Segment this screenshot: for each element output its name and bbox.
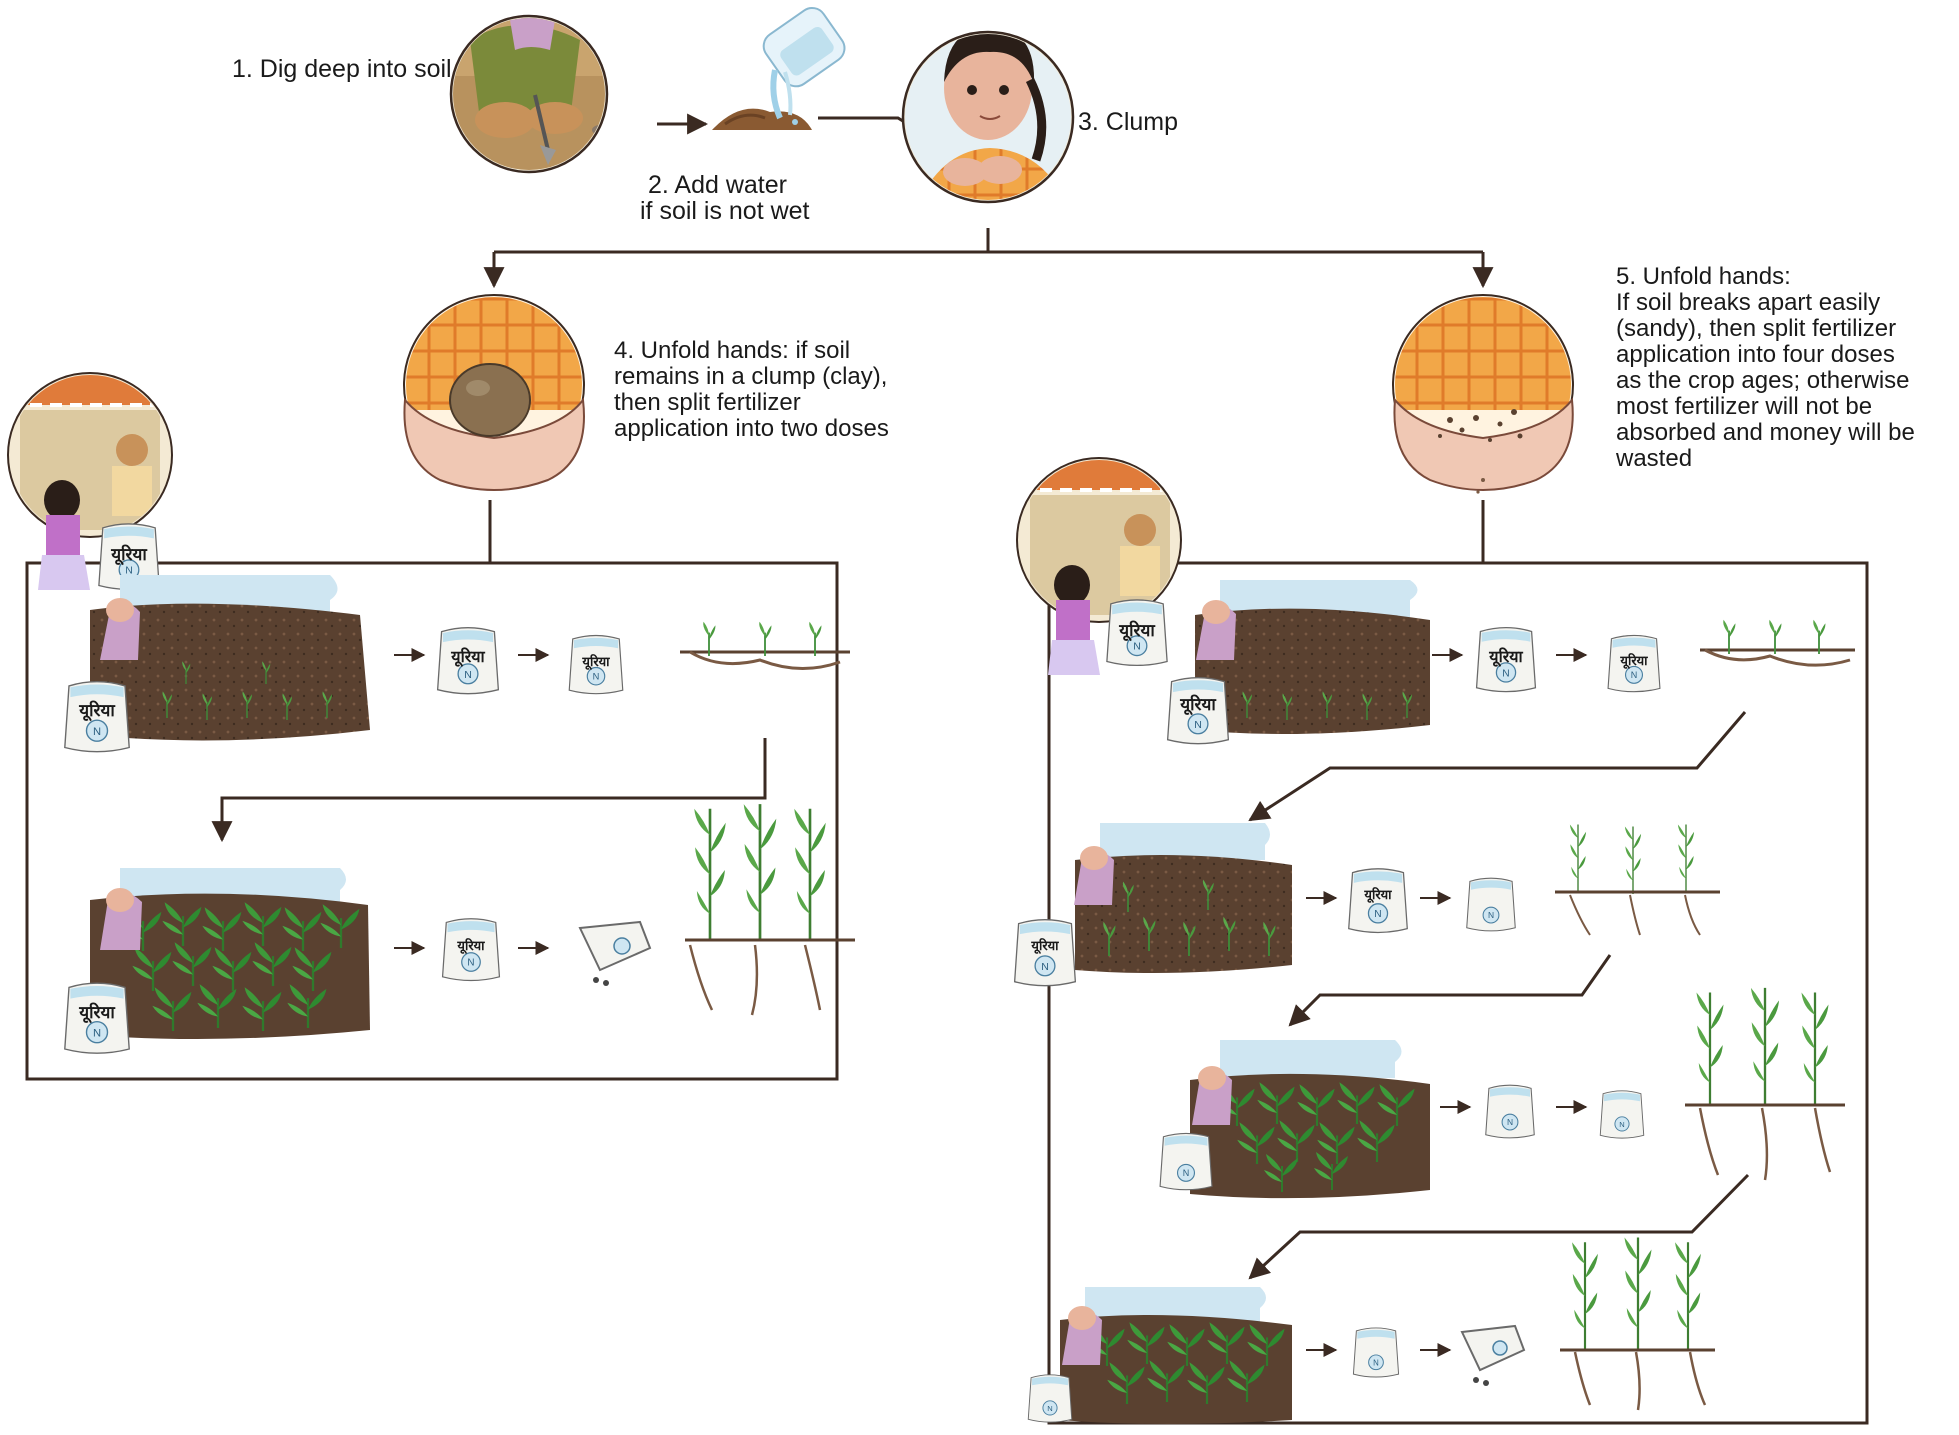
field-seedling-illustration — [1195, 580, 1430, 734]
two-dose-panel — [25, 561, 839, 1081]
shop-purchase-illustration — [7, 372, 173, 590]
step5-line-7: absorbed and money will be — [1616, 419, 1915, 446]
step2-label-line2: if soil is not wet — [640, 197, 810, 225]
bag-label: यूरिया — [78, 1002, 115, 1024]
bag-label: यूरिया — [1363, 887, 1392, 903]
fertilizer-bag-icon — [1466, 877, 1516, 932]
fertilizer-bag-icon: यूरिया — [1607, 634, 1661, 693]
fertilizer-bag-icon: यूरिया — [1106, 599, 1168, 667]
girl-clumping-soil-illustration — [901, 30, 1075, 204]
root-growth-illustration — [685, 802, 855, 1016]
field-seedling-illustration — [1060, 1287, 1292, 1424]
fertilizer-bag-icon — [1159, 1132, 1213, 1191]
hands-sandy-soil-illustration — [1392, 294, 1574, 494]
fertilizer-bag-icon: यूरिया — [1013, 918, 1077, 987]
bag-label: यूरिया — [1179, 694, 1216, 716]
step5-line-1: 5. Unfold hands: — [1616, 263, 1791, 290]
field-seedling-illustration — [90, 575, 370, 741]
root-growth-illustration — [1555, 823, 1720, 936]
arrow — [211, 738, 767, 843]
fertilizer-bag-icon — [1485, 1084, 1535, 1139]
step5-line-6: most fertilizer will not be — [1616, 393, 1872, 420]
fertilizer-bag-icon: यूरिया — [436, 626, 500, 695]
bag-label: यूरिया — [78, 700, 115, 722]
fertilizer-bag-icon — [1352, 1327, 1400, 1378]
bag-label: यूरिया — [1488, 647, 1523, 667]
root-growth-illustration — [680, 620, 850, 670]
arrow — [1248, 711, 1747, 822]
step5-line-4: application into four doses — [1616, 341, 1895, 368]
bag-label: यूरिया — [456, 938, 485, 954]
step5-line-5: as the crop ages; otherwise — [1616, 367, 1910, 394]
step3-label: 3. Clump — [1078, 108, 1178, 136]
empty-bag-icon — [578, 920, 652, 986]
root-growth-illustration — [1685, 986, 1845, 1181]
fertilizer-bag-icon: यूरिया — [98, 523, 160, 591]
hands-clay-clump-illustration — [403, 294, 585, 491]
shop-purchase-illustration — [1016, 457, 1182, 675]
arrow — [1248, 1173, 1750, 1280]
water-pour-illustration — [712, 6, 846, 130]
arrow — [1288, 954, 1612, 1027]
fertilizer-bag-icon: यूरिया — [64, 982, 130, 1054]
step2-label-line1: 2. Add water — [648, 171, 787, 199]
field-seedling-illustration — [90, 868, 370, 1039]
step4-line-3: then split fertilizer — [614, 389, 801, 416]
root-growth-illustration — [1560, 1236, 1715, 1411]
step5-line-3: (sandy), then split fertilizer — [1616, 315, 1896, 342]
fertilizer-bag-icon: यूरिया — [568, 634, 624, 695]
step4-line-4: application into two doses — [614, 415, 889, 442]
step5-line-2: If soil breaks apart easily — [1616, 289, 1880, 316]
bag-label: यूरिया — [1118, 620, 1155, 642]
fertilizer-bag-icon: यूरिया — [1166, 676, 1230, 745]
bag-label: यूरिया — [1619, 653, 1648, 669]
step4-line-1: 4. Unfold hands: if soil — [614, 337, 850, 364]
step1-label: 1. Dig deep into soil — [232, 55, 452, 83]
fertilizer-bag-icon: यूरिया — [1475, 626, 1537, 693]
four-dose-panel — [1047, 561, 1869, 1425]
field-seedling-illustration — [1190, 1040, 1430, 1199]
step5-label: 5. Unfold hands: If soil breaks apart ea… — [1615, 263, 1915, 472]
fertilizer-bag-icon — [1599, 1090, 1645, 1139]
step4-line-2: remains in a clump (clay), — [614, 363, 887, 390]
fertilizer-bag-icon — [1027, 1374, 1073, 1423]
step4-label: 4. Unfold hands: if soil remains in a cl… — [614, 337, 889, 442]
bag-label: यूरिया — [110, 544, 147, 566]
empty-bag-icon — [1460, 1324, 1526, 1386]
fertilizer-bag-icon: यूरिया — [441, 918, 501, 982]
bag-label: यूरिया — [450, 647, 485, 667]
bag-label: यूरिया — [581, 654, 610, 670]
field-seedling-illustration — [1074, 823, 1292, 974]
digging-farmer-illustration — [449, 14, 609, 174]
root-growth-illustration — [1700, 618, 1855, 667]
bag-label: यूरिया — [1030, 938, 1059, 954]
fertilizer-bag-icon: यूरिया — [64, 680, 130, 753]
step5-line-8: wasted — [1615, 445, 1692, 472]
fertilizer-bag-icon: यूरिया — [1348, 868, 1408, 934]
